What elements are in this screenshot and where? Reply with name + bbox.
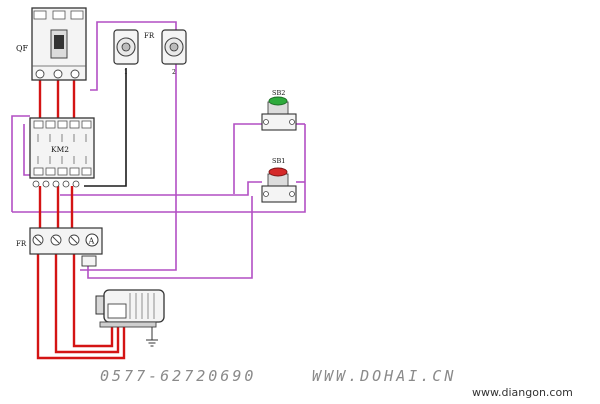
sb1-terminal-left	[263, 191, 269, 197]
qf-terminal-top-2	[52, 10, 66, 20]
fr-bottom-aux-contact	[81, 255, 97, 267]
fr-bottom-terminal-slots	[34, 236, 78, 244]
control-wire-sb2	[233, 123, 262, 194]
motor-cooling-fins	[129, 293, 155, 319]
motor-terminal-box	[107, 303, 127, 319]
km2-bottom-terminals	[33, 167, 92, 176]
km2-contactor: KM2	[29, 117, 95, 188]
fr-top-dial-2-core	[169, 42, 179, 52]
dark-wire-fr-km2	[84, 68, 127, 187]
control-wiring	[11, 21, 306, 279]
control-wire-bottom-return	[12, 124, 306, 213]
control-wire-left	[11, 115, 30, 212]
ammeter-gauge	[85, 233, 99, 247]
qf-breaker: QF	[16, 7, 87, 81]
fr-top-terminal-2: 2	[172, 69, 176, 76]
watermark-diangon: www.diangon.com	[472, 386, 573, 399]
qf-terminal-top-1	[33, 10, 47, 20]
control-wire-fr-loop	[80, 21, 177, 271]
sb1-button: SB1	[261, 157, 297, 203]
km2-screw-row	[32, 180, 80, 188]
sb1-contact-block	[261, 185, 297, 203]
fr-top-dial-1-core	[121, 42, 131, 52]
km2-top-terminals	[33, 120, 92, 129]
ground-symbol	[146, 327, 158, 347]
control-wire-sb1	[60, 181, 262, 196]
km2-contact-marks	[37, 134, 87, 164]
qf-terminal-bottom-2	[53, 69, 63, 79]
sb2-button: SB2	[261, 89, 297, 131]
fr-top-terminal-1: 1	[124, 69, 128, 76]
qf-terminal-bottom-1	[35, 69, 45, 79]
qf-label: QF	[16, 44, 29, 53]
sb2-terminal-left	[263, 119, 269, 125]
power-wire-motor-u	[36, 252, 126, 360]
dark-wiring	[84, 68, 127, 187]
fr-top-label: FR	[144, 32, 155, 40]
motor	[95, 289, 165, 347]
watermark-dohai: WWW.DOHAI.CN	[312, 367, 456, 385]
sb2-contact-block	[261, 113, 297, 131]
ammeter-label: A	[88, 237, 95, 246]
power-wiring	[36, 80, 126, 360]
sb2-green-cap	[268, 96, 288, 106]
sb2-label: SB2	[272, 89, 285, 97]
motor-base	[99, 321, 157, 328]
fr-bottom-relay: A FR	[16, 227, 103, 267]
qf-toggle-handle	[54, 35, 64, 49]
fr-bottom-label: FR	[16, 240, 27, 248]
fr-top: FR 1 2	[113, 29, 187, 76]
sb1-red-cap	[268, 167, 288, 177]
km2-label: KM2	[51, 145, 69, 154]
power-wire-motor-v	[54, 252, 120, 354]
sb2-terminal-right	[289, 119, 295, 125]
control-wire-fr-contact	[87, 196, 253, 279]
sb1-label: SB1	[272, 157, 285, 165]
qf-terminal-top-3	[70, 10, 84, 20]
qf-terminal-bottom-3	[70, 69, 80, 79]
watermark-phone: 0577-62720690	[100, 367, 256, 385]
power-wire-motor-w	[72, 252, 114, 348]
sb1-terminal-right	[289, 191, 295, 197]
